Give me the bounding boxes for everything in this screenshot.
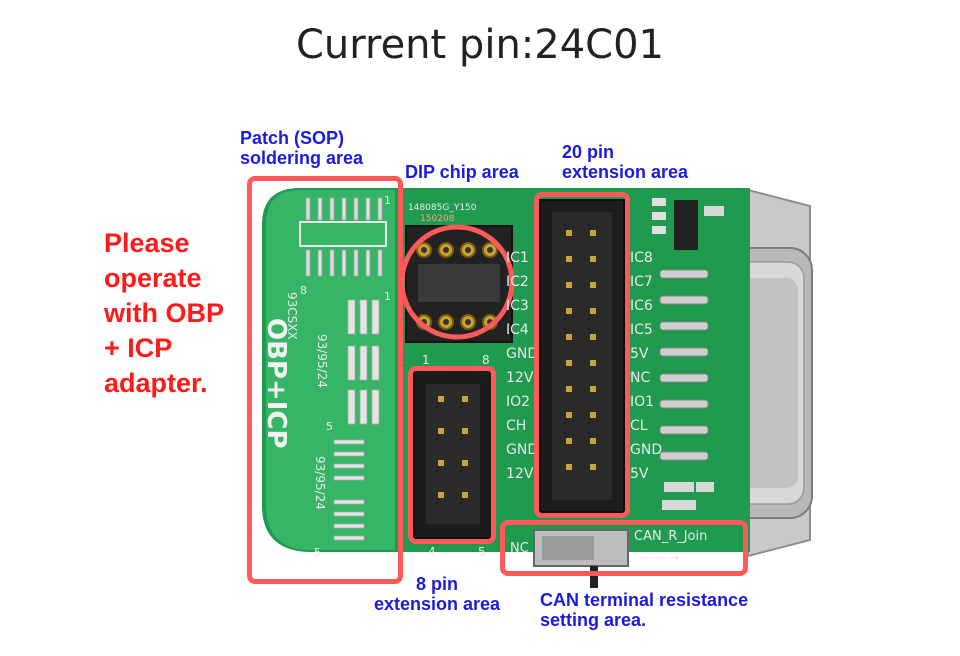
signal-label: IC1: [506, 250, 529, 266]
signal-label: CL: [630, 418, 648, 434]
sop-footprint-middle: [347, 299, 380, 425]
label-patch-area: Patch (SOP) soldering area: [240, 128, 363, 168]
ext8-pin-5-label: 5: [478, 545, 486, 559]
silk-code2: 150208: [420, 214, 455, 224]
silk-pin-5b: 5: [314, 546, 321, 559]
db-connector-pins: [659, 269, 709, 461]
signal-label: CH: [506, 418, 526, 434]
label-line: CAN terminal resistance: [540, 590, 749, 610]
sop-area-highlight: [247, 176, 403, 584]
signal-label: 5V: [630, 346, 649, 362]
label-20pin-area: 20 pin extension area: [562, 142, 688, 182]
signal-label: IC2: [506, 274, 529, 290]
signal-label: IC8: [630, 250, 653, 266]
signal-column-left: IC1 IC2 IC3 IC4 GND 12V IO2 CH GND 12V: [506, 250, 538, 482]
page-title: Current pin:24C01: [295, 22, 664, 68]
ext8-pin-4-label: 4: [428, 545, 436, 559]
can-join-label: CAN_R_Join: [634, 529, 707, 544]
signal-label: IO2: [506, 394, 530, 410]
dip-pin-1-label: 1: [422, 353, 430, 367]
signal-label: GND: [506, 442, 538, 458]
signal-label: IC7: [630, 274, 653, 290]
silk-obp-icp: OBP+ICP: [261, 318, 291, 449]
silk-93-95-24-b: 93/95/24: [313, 456, 327, 510]
can-resistance-switch: [533, 529, 629, 588]
signal-label: 12V: [506, 466, 534, 482]
label-line: 8 pin: [416, 574, 459, 594]
label-can-area: CAN terminal resistance setting area.: [540, 590, 748, 630]
label-line: extension area: [562, 162, 689, 182]
note-line: with OBP: [104, 298, 224, 328]
note-line: + ICP: [104, 333, 173, 363]
operation-note: Please operate with OBP + ICP adapter.: [104, 226, 254, 401]
can-nc-label: NC: [510, 541, 529, 556]
dip-pin-8-label: 8: [482, 353, 490, 367]
header-20pin: [539, 199, 625, 513]
label-8pin-area: 8 pin extension area: [374, 574, 500, 614]
sop-footprint-top: [299, 197, 387, 277]
signal-label: IC5: [630, 322, 653, 338]
silk-93-95-24-a: 93/95/24: [315, 334, 329, 388]
silk-pin-8: 8: [300, 284, 307, 297]
note-line: operate: [104, 263, 202, 293]
label-line: setting area.: [540, 610, 647, 630]
label-line: extension area: [374, 594, 501, 614]
smd-components: [652, 198, 724, 510]
pcb-sop-area: [266, 190, 395, 550]
can-arrow: ——→: [640, 550, 680, 566]
ext20-area-highlight: [534, 192, 630, 518]
note-line: adapter.: [104, 368, 208, 398]
signal-label: IO1: [630, 394, 654, 410]
note-line: Please: [104, 228, 190, 258]
header-8pin: [413, 369, 493, 539]
label-line: Patch (SOP): [240, 128, 345, 148]
signal-label: GND: [630, 442, 662, 458]
ext8-area-highlight: [408, 366, 496, 544]
sop-footprint-bottom: [333, 439, 365, 541]
signal-label: IC3: [506, 298, 529, 314]
label-dip-area: DIP chip area: [405, 162, 519, 182]
signal-label: NC: [630, 370, 650, 386]
signal-label: GND: [506, 346, 538, 362]
silk-pin-1: 1: [384, 194, 391, 207]
silk-93csxx: 93CSXX: [285, 292, 299, 340]
signal-label: 5V: [630, 466, 649, 482]
signal-label: IC6: [630, 298, 653, 314]
label-line: 20 pin: [562, 142, 615, 162]
signal-label: 12V: [506, 370, 534, 386]
signal-label: IC4: [506, 322, 529, 338]
silk-pin-5: 5: [326, 420, 333, 433]
can-area-highlight: [500, 520, 748, 576]
label-line: soldering area: [240, 148, 364, 168]
silk-pin-1b: 1: [384, 290, 391, 303]
silk-code: 148085G_Y150: [408, 203, 477, 213]
signal-column-right: IC8 IC7 IC6 IC5 5V NC IO1 CL GND 5V: [630, 250, 662, 482]
